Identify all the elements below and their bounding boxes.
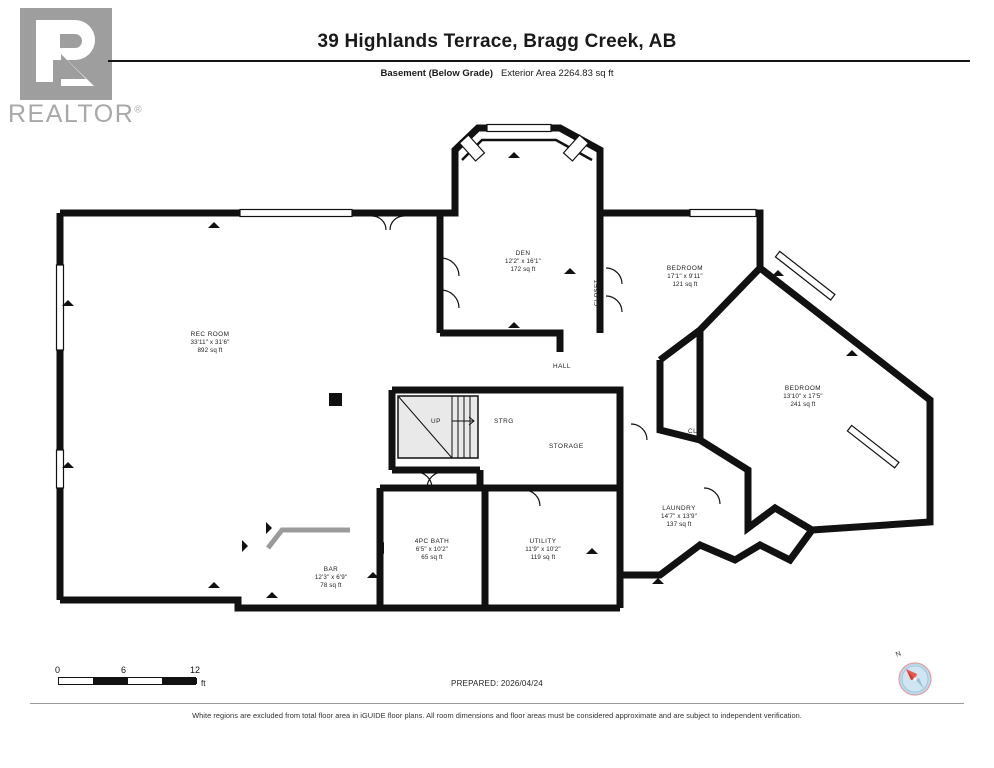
room-name: BEDROOM [784, 385, 822, 392]
scale-tick-6: 6 [121, 665, 127, 675]
floor-fixture [329, 393, 342, 406]
registered-mark: ® [134, 104, 144, 116]
prepared-date: PREPARED: 2026/04/24 [451, 679, 543, 688]
room-name: BAR [323, 566, 339, 573]
realtor-logo: REALTOR® [8, 8, 142, 128]
room-area: 892 sq ft [197, 347, 223, 355]
room-dimensions: 33'11" x 31'6" [190, 339, 230, 347]
footer-divider [30, 703, 964, 704]
page-subtitle: Basement (Below Grade) Exterior Area 2264… [0, 68, 994, 79]
bar-counter [266, 527, 350, 550]
room-label-strg: STRG [494, 418, 514, 425]
room-area: 121 sq ft [672, 281, 698, 289]
room-dimensions: 17'1" x 9'11" [667, 273, 703, 281]
room-dimensions: 13'10" x 17'5" [783, 393, 823, 401]
compass-rose-icon [898, 662, 932, 696]
scale-unit-label: ft [201, 679, 206, 688]
room-name: DEN [515, 250, 531, 257]
room-dimensions: 12'3" x 6'9" [314, 574, 348, 582]
room-area: 78 sq ft [320, 582, 342, 590]
scale-bar-segment [162, 678, 197, 684]
room-dimensions: 14'7" x 13'9" [661, 513, 697, 521]
room-name: UTILITY [529, 538, 557, 545]
scale-bar [58, 677, 197, 685]
room-label-bar: BAR 12'3" x 6'9" 78 sq ft [289, 566, 373, 590]
staircase [397, 395, 479, 459]
disclaimer-text: White regions are excluded from total fl… [192, 711, 802, 720]
realtor-logo-mark [20, 8, 112, 100]
room-name: LAUNDRY [662, 505, 696, 512]
title-divider [108, 60, 970, 62]
realtor-wordmark-text: REALTOR [8, 100, 135, 128]
level-label: Basement (Below Grade) [380, 68, 493, 79]
floor-plan-walls [56, 124, 934, 612]
room-area: 172 sq ft [510, 266, 536, 274]
room-dimensions: 11'9" x 10'2" [525, 546, 561, 554]
realtor-wordmark: REALTOR® [8, 100, 143, 129]
room-label-utility: UTILITY 11'9" x 10'2" 119 sq ft [498, 538, 588, 562]
realtor-r-glyph [36, 20, 95, 86]
room-dimensions: 12'2" x 16'1" [505, 258, 541, 266]
room-label-laundry: LAUNDRY 14'7" x 13'9" 137 sq ft [633, 505, 725, 529]
room-label-bedroom-2: BEDROOM 13'10" x 17'5" 241 sq ft [757, 385, 849, 409]
floor-plan-windows [55, 123, 900, 489]
room-label-hall: HALL [553, 363, 571, 370]
scale-bar-segment [93, 678, 128, 684]
scale-tick-12: 12 [190, 665, 201, 675]
door-swings [371, 215, 721, 507]
page-title: 39 Highlands Terrace, Bragg Creek, AB [317, 31, 677, 52]
room-name: REC ROOM [190, 331, 230, 338]
room-label-storage: STORAGE [549, 443, 584, 450]
stair-direction-label: UP [431, 418, 441, 425]
room-area: 119 sq ft [530, 554, 556, 562]
room-label-4pc-bath: 4PC BATH 6'5" x 10'2" 65 sq ft [388, 538, 476, 562]
room-label-rec-room: REC ROOM 33'11" x 31'6" 892 sq ft [165, 331, 255, 355]
room-area: 65 sq ft [421, 554, 443, 562]
scale-tick-0: 0 [55, 665, 61, 675]
room-label-cl: CL [688, 428, 698, 435]
room-area: 241 sq ft [790, 401, 816, 409]
room-name: BEDROOM [666, 265, 704, 272]
room-label-closet: CLOSET [594, 279, 600, 306]
dimension-arrows [62, 152, 858, 598]
room-dimensions: 6'5" x 10'2" [415, 546, 449, 554]
exterior-area-label: Exterior Area 2264.83 sq ft [500, 68, 614, 79]
room-area: 137 sq ft [666, 521, 692, 529]
room-label-bedroom-1: BEDROOM 17'1" x 9'11" 121 sq ft [640, 265, 730, 289]
room-label-den: DEN 12'2" x 16'1" 172 sq ft [478, 250, 568, 274]
room-name: 4PC BATH [414, 538, 450, 545]
